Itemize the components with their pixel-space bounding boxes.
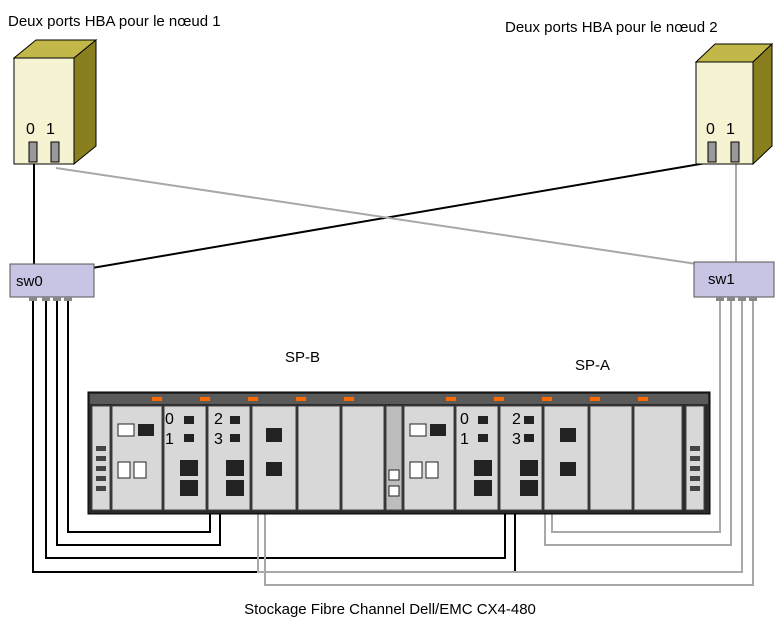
node1-port-label-0: 0 [26, 121, 35, 138]
storage-caption: Stockage Fibre Channel Dell/EMC CX4-480 [244, 601, 536, 618]
spa-port-1 [478, 434, 488, 442]
spb-port-0 [184, 416, 194, 424]
spa-io-module [543, 405, 589, 511]
node1-caption: Deux ports HBA pour le nœud 1 [8, 13, 221, 30]
spa-port-label-0: 0 [460, 411, 469, 428]
node2-caption: Deux ports HBA pour le nœud 2 [505, 19, 718, 36]
spa-ports: 0 1 2 3 [460, 411, 534, 448]
switch-sw0-label: sw0 [16, 273, 43, 290]
node2-hba-port-1 [730, 141, 740, 163]
spb-io-module [251, 405, 297, 511]
spb-port-1 [184, 434, 194, 442]
spa-port-label-1: 1 [460, 431, 469, 448]
node2-hba-port-0 [707, 141, 717, 163]
node1-hba-port-1 [50, 141, 60, 163]
cables [32, 160, 754, 586]
spb-port-label-3: 3 [214, 431, 223, 448]
switch-sw1: sw1 [693, 261, 775, 301]
spa-mgmt-panel [403, 405, 455, 511]
spb-port-2 [230, 416, 240, 424]
node1-port-label-1: 1 [46, 121, 55, 138]
node1-hba-port-0 [28, 141, 38, 163]
cable-node1-p1-sw1 [55, 167, 711, 267]
spb-port-label-0: 0 [165, 411, 174, 428]
spb-label: SP-B [285, 349, 320, 366]
spa-port-2 [524, 416, 534, 424]
spb-port-label-1: 1 [165, 431, 174, 448]
spa-port-3 [524, 434, 534, 442]
spb-port-label-2: 2 [214, 411, 223, 428]
spb-mgmt-panel [111, 405, 163, 511]
storage-chassis [87, 391, 711, 515]
spa-port-label-2: 2 [512, 411, 521, 428]
switch-sw0: sw0 [9, 263, 95, 301]
spb-port-3 [230, 434, 240, 442]
switch-sw1-label: sw1 [708, 271, 735, 288]
node2-server: 0 1 [694, 42, 774, 166]
cable-node2-p0-sw0 [91, 161, 713, 269]
spa-port-0 [478, 416, 488, 424]
node2-port-label-0: 0 [706, 121, 715, 138]
spb-ports: 0 1 2 3 [165, 411, 240, 448]
spa-port-label-3: 3 [512, 431, 521, 448]
node1-server: 0 1 [12, 38, 98, 166]
node2-port-label-1: 1 [726, 121, 735, 138]
spa-label: SP-A [575, 357, 610, 374]
